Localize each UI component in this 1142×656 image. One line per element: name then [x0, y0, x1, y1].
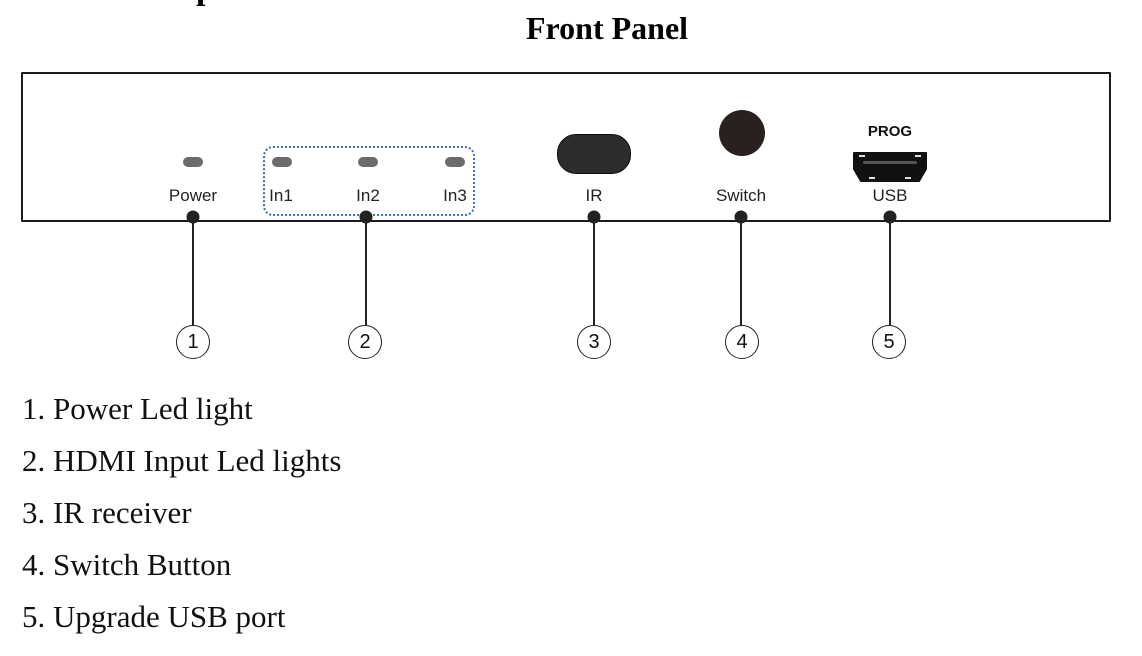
callout-2: 2	[348, 325, 382, 359]
callout-5: 5	[872, 325, 906, 359]
heading-fragment: p	[196, 0, 215, 8]
legend-list: 1. Power Led light 2. HDMI Input Led lig…	[22, 388, 341, 648]
ir-label: IR	[585, 186, 603, 205]
ir-receiver	[557, 134, 631, 174]
in1-label: In1	[269, 186, 293, 205]
callout-dot-1	[186, 210, 200, 224]
callout-dot-2	[359, 210, 373, 224]
callout-dot-3	[587, 210, 601, 224]
callout-4: 4	[725, 325, 759, 359]
callout-1: 1	[176, 325, 210, 359]
prog-label: PROG	[867, 123, 913, 140]
legend-item: 5. Upgrade USB port	[22, 599, 286, 634]
legend-item: 3. IR receiver	[22, 495, 192, 530]
in3-led	[445, 157, 465, 167]
usb-label: USB	[872, 186, 908, 205]
usb-port-icon	[853, 152, 927, 182]
switch-label: Switch	[715, 186, 767, 205]
legend-item: 1. Power Led light	[22, 391, 253, 426]
legend-item: 2. HDMI Input Led lights	[22, 443, 342, 478]
diagram-title: Front Panel	[525, 10, 689, 46]
in2-led	[358, 157, 378, 167]
switch-button	[719, 110, 765, 156]
in3-label: In3	[443, 186, 467, 205]
power-led	[183, 157, 203, 167]
callout-dot-4	[734, 210, 748, 224]
legend-item: 4. Switch Button	[22, 547, 232, 582]
in2-label: In2	[356, 186, 380, 205]
callout-3: 3	[577, 325, 611, 359]
power-label: Power	[168, 186, 218, 205]
in1-led	[272, 157, 292, 167]
callout-dot-5	[883, 210, 897, 224]
